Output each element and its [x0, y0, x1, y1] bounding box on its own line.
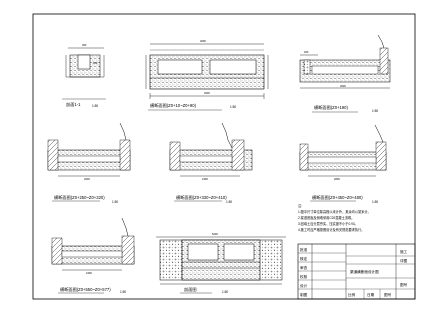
section-8-scale: 1:50 [222, 290, 228, 294]
tb-side-label: 制图 [300, 292, 308, 297]
section-2: 4600 4600 横断面图(Z0+10~Z0+90) 1:50 [145, 39, 269, 111]
svg-text:2800: 2800 [334, 177, 340, 181]
svg-text:4600: 4600 [200, 39, 206, 43]
note-line: 4.施工时应严格按照设计及有关规范要求执行。 [298, 227, 364, 232]
section-7: 2400 横断面图(Z0+550~Z0+577) 1:50 [51, 217, 135, 294]
section-1-1-scale: 1:50 [92, 104, 98, 108]
section-8-title: 剖面图 [184, 286, 197, 293]
tb-sheet-label: 图号 [400, 282, 408, 287]
section-8: 5200 剖面图 1:50 [156, 232, 286, 294]
section-5: 2400 横断面图(Z0+330~Z0+410) 1:50 [169, 122, 253, 204]
svg-text:2400: 2400 [86, 271, 92, 275]
svg-text:600: 600 [93, 61, 98, 65]
svg-text:5200: 5200 [212, 232, 218, 236]
section-4-scale: 1:50 [112, 200, 118, 204]
note-line: 1.图中尺寸单位除高程以米计外，其余均以毫米计。 [298, 209, 371, 214]
tb-side-label: 批准 [300, 247, 308, 252]
tb-drawing-name: 渠道横断面设计图 [350, 269, 379, 274]
tb-side-label: 核定 [300, 256, 308, 261]
section-4: 2600 横断面图(Z0+250~Z0+320) 1:50 [47, 122, 131, 204]
svg-text:3000: 3000 [340, 84, 346, 88]
tb-side-label: 审查 [300, 265, 308, 270]
svg-text:2600: 2600 [84, 177, 90, 181]
note-line: 3.回填土应分层夯实，压实度不小于0.93。 [298, 221, 358, 226]
section-7-title: 横断面图(Z0+550~Z0+577) [60, 286, 111, 293]
section-2-title: 横断面图(Z0+10~Z0+90) [150, 102, 197, 109]
notes-heading: 注: [298, 203, 302, 208]
tb-side-label: 校核 [300, 274, 308, 279]
svg-text:2400: 2400 [202, 177, 208, 181]
note-line: 2.渠道底板及侧墙采用C20混凝土浇筑。 [298, 215, 354, 220]
sheet-border [32, 13, 416, 300]
tb-bottom-cell: 图号 [384, 292, 392, 297]
section-3: 260 3000 横断面图(Z0+190) 1:50 [299, 34, 391, 113]
section-3-scale: 1:50 [372, 109, 378, 113]
section-6-title: 横断面图(Z0+450~Z0+480) [312, 194, 363, 201]
section-6: 2800 横断面图(Z0+450~Z0+480) 1:50 [299, 124, 387, 204]
tb-bottom-cell: 日期 [367, 292, 375, 297]
general-notes: 注: 1.图中尺寸单位除高程以米计外，其余均以毫米计。 2.渠道底板及侧墙采用C… [298, 203, 371, 232]
section-2-scale: 1:50 [230, 105, 236, 109]
section-4-title: 横断面图(Z0+250~Z0+320) [54, 194, 105, 201]
svg-text:4600: 4600 [204, 91, 210, 95]
tb-side-label: 设计 [300, 283, 308, 288]
section-5-scale: 1:50 [226, 200, 232, 204]
section-7-scale: 1:50 [120, 290, 126, 294]
svg-text:360: 360 [82, 43, 87, 47]
title-block: 批准 核定 审查 校核 设计 制图 施工 详图 渠道横断面设计图 图号 比例 日… [297, 243, 416, 300]
tb-stage-label: 施工 [400, 249, 408, 254]
section-1-1-title: 剖面1-1 [66, 101, 81, 108]
tb-bottom-cell: 比例 [348, 292, 356, 297]
tb-stage-value: 详图 [400, 258, 408, 263]
section-1-1: 360 600 剖面1-1 1:50 [62, 43, 106, 108]
section-3-title: 横断面图(Z0+190) [314, 104, 348, 111]
svg-text:260: 260 [304, 50, 309, 54]
section-6-scale: 1:50 [372, 200, 378, 204]
section-5-title: 横断面图(Z0+330~Z0+410) [176, 194, 227, 201]
